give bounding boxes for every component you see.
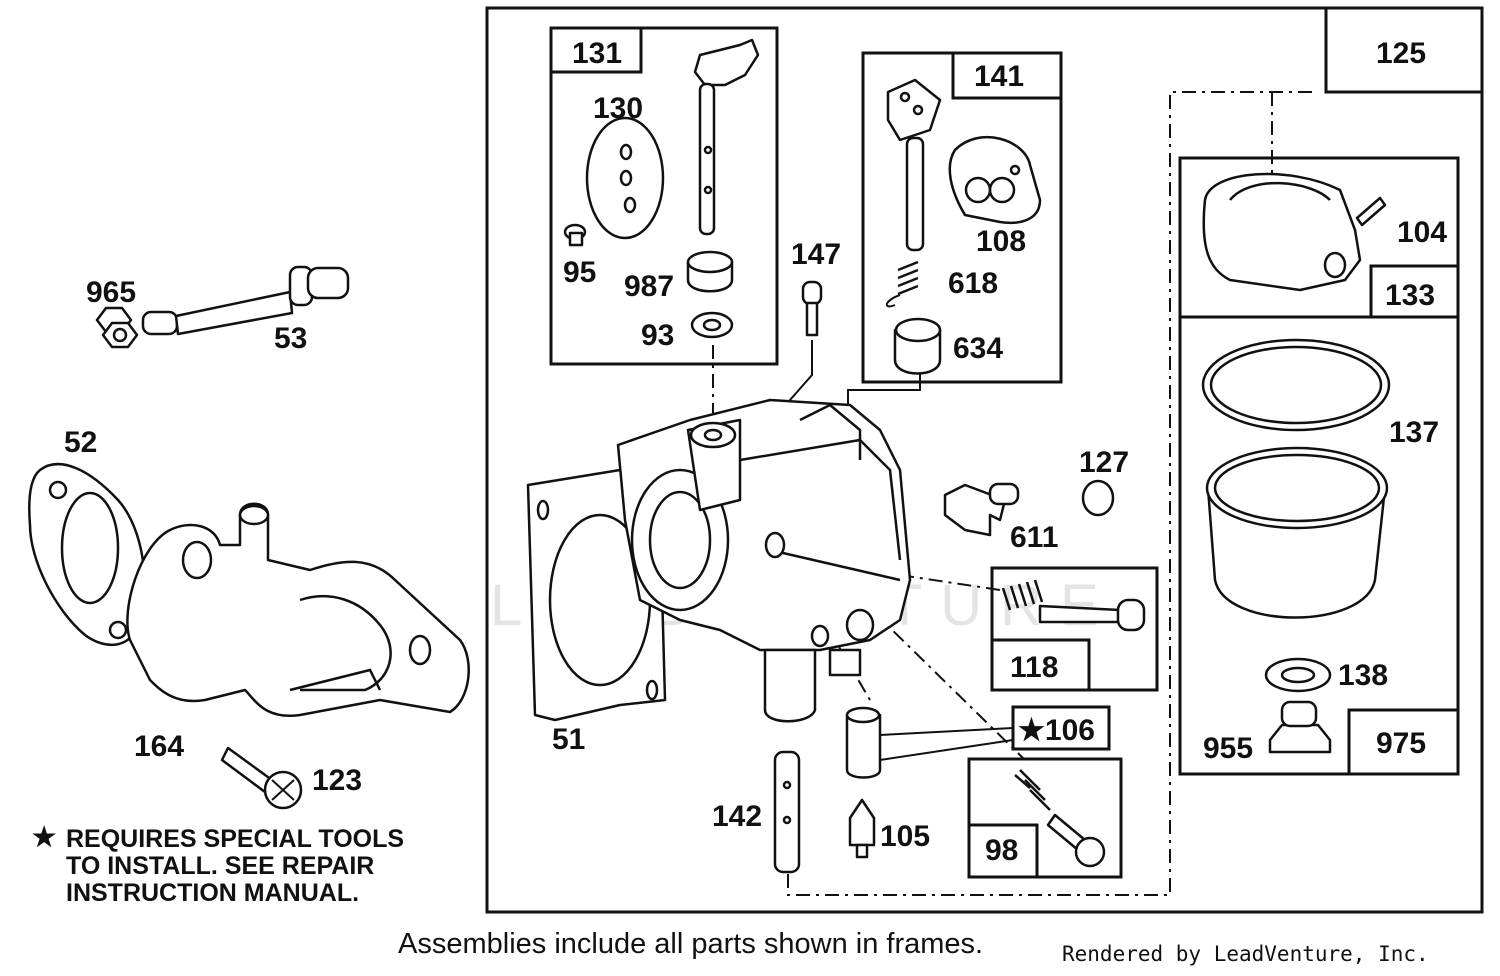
choke-plate-130-icon: [585, 116, 665, 240]
dash-98: [789, 529, 1026, 761]
dash-125: [787, 91, 1312, 896]
frame-131: [549, 26, 779, 366]
note-line-3: INSTRUCTION MANUAL.: [66, 879, 360, 907]
shaft-53-icon: [141, 265, 350, 336]
label-95: 95: [563, 256, 596, 289]
main-screw-98-icon: [1014, 769, 1106, 868]
label-127: 127: [1079, 446, 1129, 479]
spring-618-icon: [885, 260, 919, 308]
special-tools-note: ★ REQUIRES SPECIAL TOOLS TO INSTALL. SEE…: [32, 822, 405, 907]
rendered-by: Rendered by LeadVenture, Inc.: [1062, 942, 1429, 966]
label-133: 133: [1385, 279, 1435, 312]
label-975: 975: [1376, 727, 1426, 760]
label-106: ★106: [1018, 714, 1095, 747]
frame-118: [990, 566, 1159, 692]
bowl-137-icon: [1205, 446, 1389, 619]
frame-975: [1178, 315, 1460, 776]
label-634: 634: [953, 332, 1003, 365]
seal-987-icon: [686, 250, 734, 293]
choke-shaft-130-icon: [693, 38, 760, 236]
label-131: 131: [572, 37, 622, 70]
gasket-137-icon: [1201, 338, 1391, 432]
label-965: 965: [86, 276, 136, 309]
seal-634-icon: [893, 317, 942, 375]
leader-106: [879, 727, 1014, 736]
note-line-2: TO INSTALL. SEE REPAIR: [66, 852, 375, 880]
frame-141: [861, 51, 1063, 384]
gasket-52-icon: [28, 462, 146, 647]
float-104-icon: [1202, 172, 1387, 292]
label-52: 52: [64, 426, 97, 459]
label-53: 53: [274, 322, 307, 355]
label-611: 611: [1010, 521, 1058, 554]
label-104: 104: [1397, 216, 1447, 249]
label-130: 130: [593, 92, 643, 125]
label-98: 98: [985, 834, 1018, 867]
frame-125: [1324, 6, 1484, 94]
label-147: 147: [791, 238, 841, 271]
label-108: 108: [976, 225, 1026, 258]
label-105: 105: [880, 820, 930, 853]
screw-95-icon: [563, 223, 587, 247]
leader-106b: [879, 739, 1014, 761]
washer-93-icon: [690, 311, 734, 339]
label-141: 141: [974, 60, 1024, 93]
label-164: 164: [134, 730, 184, 763]
cap-127-icon: [1081, 479, 1115, 517]
leader-141: [847, 370, 921, 410]
label-118: 118: [1010, 651, 1058, 684]
label-137: 137: [1389, 416, 1439, 449]
elbow-611-icon: [943, 482, 1020, 537]
footer-caption: Assemblies include all parts shown in fr…: [398, 928, 984, 960]
nut-965-icon: [95, 306, 139, 349]
star-icon: ★: [32, 822, 57, 852]
bolt-955-icon: [1268, 700, 1332, 754]
label-987: 987: [624, 270, 674, 303]
label-123: 123: [312, 764, 362, 797]
seat-106-icon: [845, 706, 882, 779]
label-955: 955: [1203, 732, 1253, 765]
screw-147-icon: [801, 280, 823, 337]
label-618: 618: [948, 267, 998, 300]
pin-142-icon: [773, 750, 801, 874]
carburetor-body-icon: [616, 398, 912, 723]
label-93: 93: [641, 319, 674, 352]
screw-123-icon: [220, 746, 303, 810]
label-138: 138: [1338, 659, 1388, 692]
intake-164-icon: [126, 502, 470, 718]
washer-138-icon: [1264, 657, 1332, 693]
label-125: 125: [1376, 37, 1426, 70]
throttle-plate-108-icon: [948, 135, 1042, 224]
note-line-1: REQUIRES SPECIAL TOOLS: [66, 825, 405, 853]
needle-105-icon: [848, 798, 876, 859]
frame-98: [967, 757, 1123, 879]
label-142: 142: [712, 800, 762, 833]
throttle-shaft-icon: [886, 78, 942, 252]
main-frame: [485, 6, 1484, 914]
idle-screw-118-icon: [1001, 579, 1146, 632]
dash-118: [899, 574, 1001, 591]
label-51: 51: [552, 723, 585, 756]
